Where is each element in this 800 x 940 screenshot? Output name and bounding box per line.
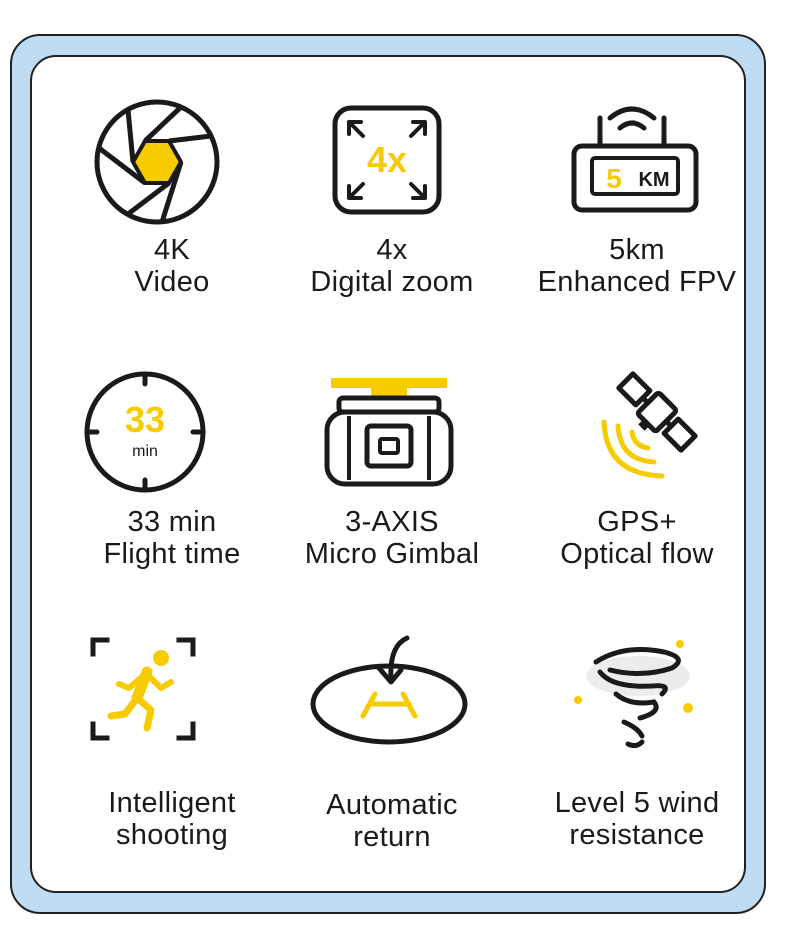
feature-line1: 3-AXIS <box>345 506 439 538</box>
feature-line1: Automatic <box>326 789 458 821</box>
feature-line2: shooting <box>115 819 229 851</box>
features-panel: 4K Video 4x 4x Digital zoom <box>30 55 746 893</box>
running-person-icon <box>90 637 196 741</box>
satellite-icon <box>601 371 698 479</box>
feature-line1: 5km <box>609 234 665 266</box>
feature-automatic-return: Automatic return <box>267 632 517 872</box>
zoom-frame-icon: 4x <box>332 105 442 215</box>
feature-line2: Micro Gimbal <box>304 538 480 570</box>
feature-line2: Enhanced FPV <box>537 266 737 298</box>
feature-intelligent-shooting: Intelligent shooting <box>47 632 297 872</box>
feature-gps-flow: GPS+ Optical flow <box>512 362 762 602</box>
zoom-badge: 4x <box>367 139 407 180</box>
feature-line1: 4K <box>153 234 191 266</box>
feature-digital-zoom: 4x 4x Digital zoom <box>267 92 517 332</box>
feature-line1: Level 5 wind <box>554 787 720 819</box>
feature-gimbal: 3-AXIS Micro Gimbal <box>267 362 517 602</box>
tornado-icon <box>574 640 693 749</box>
router-signal-icon: 5 KM <box>571 106 699 213</box>
range-badge-unit: KM <box>638 169 669 191</box>
feature-line2: resistance <box>569 819 705 851</box>
gimbal-camera-icon <box>324 378 454 487</box>
feature-4k-video: 4K Video <box>47 92 297 332</box>
feature-line1: Intelligent <box>108 787 236 819</box>
timer-unit: min <box>132 443 158 460</box>
feature-line1: GPS+ <box>597 506 677 538</box>
feature-line2: Optical flow <box>560 538 714 570</box>
range-badge-number: 5 <box>606 163 622 194</box>
landing-pad-icon <box>310 635 468 745</box>
feature-line2: return <box>353 821 431 853</box>
camera-aperture-icon <box>94 99 220 225</box>
feature-wind-resistance: Level 5 wind resistance <box>512 632 762 872</box>
feature-flight-time: 33 min 33 min Flight time <box>47 362 297 602</box>
timer-icon: 33 min <box>84 371 206 493</box>
feature-line2: Video <box>134 266 210 298</box>
feature-line1: 33 min <box>127 506 217 538</box>
feature-line1: 4x <box>376 234 408 266</box>
timer-number: 33 <box>125 399 165 440</box>
feature-line2: Flight time <box>103 538 241 570</box>
feature-enhanced-fpv: 5 KM 5km Enhanced FPV <box>512 92 762 332</box>
feature-line2: Digital zoom <box>310 266 474 298</box>
